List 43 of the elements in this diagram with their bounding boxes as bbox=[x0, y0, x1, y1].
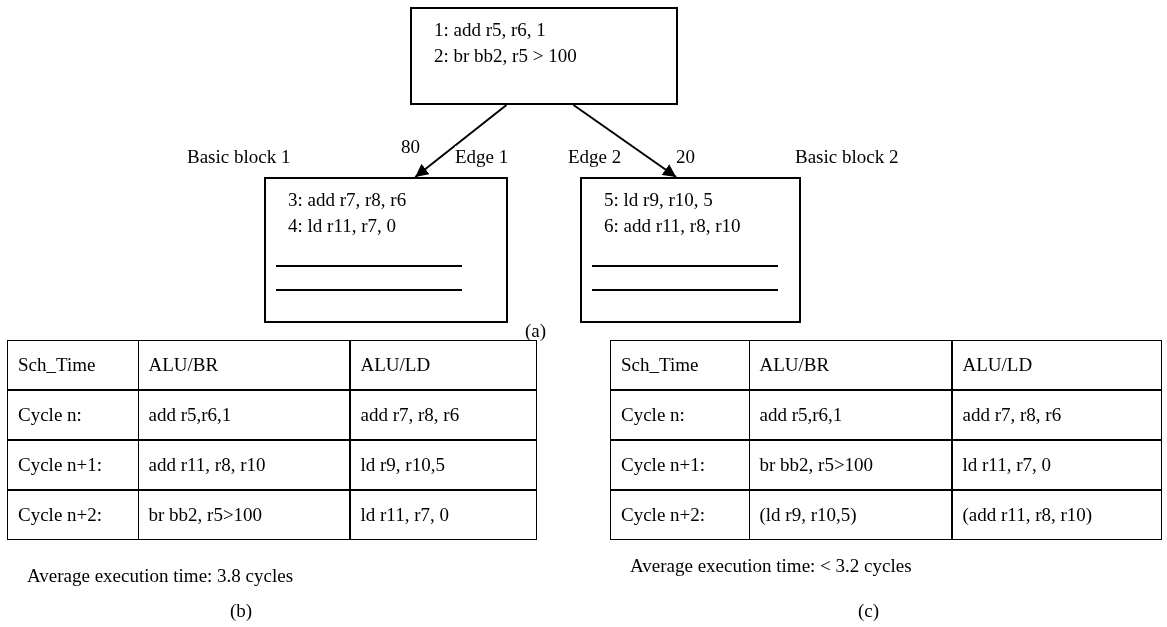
table-cell: br bb2, r5>100 bbox=[137, 490, 350, 540]
table-cell: add r5,r6,1 bbox=[137, 390, 350, 440]
table-cell: add r5,r6,1 bbox=[748, 390, 952, 440]
table-cell: Sch_Time bbox=[7, 340, 139, 390]
note-text: Average execution time: < 3.2 cycles bbox=[630, 555, 912, 577]
code-line: 1: add r5, r6, 1 bbox=[434, 18, 546, 42]
table-cell: Cycle n: bbox=[7, 390, 139, 440]
table-cell: Sch_Time bbox=[610, 340, 750, 390]
edge-label: Edge 1 bbox=[455, 146, 509, 168]
table-cell: ld r11, r7, 0 bbox=[951, 440, 1162, 490]
code-block-box bbox=[410, 7, 678, 105]
panel-label: (a) bbox=[525, 320, 547, 342]
panel-label: (c) bbox=[858, 600, 880, 622]
code-line: 4: ld r11, r7, 0 bbox=[288, 214, 396, 238]
table-cell: add r7, r8, r6 bbox=[951, 390, 1162, 440]
block-caption: Basic block 1 bbox=[187, 146, 291, 168]
note-text: Average execution time: 3.8 cycles bbox=[27, 565, 294, 587]
code-line: 3: add r7, r8, r6 bbox=[288, 188, 407, 212]
table-cell: Cycle n: bbox=[610, 390, 750, 440]
code-line: 6: add r11, r8, r10 bbox=[604, 214, 741, 238]
code-line: 2: br bb2, r5 > 100 bbox=[434, 44, 577, 68]
table-cell: (ld r9, r10,5) bbox=[748, 490, 952, 540]
table-cell: ALU/LD bbox=[349, 340, 537, 390]
table-cell: br bb2, r5>100 bbox=[748, 440, 952, 490]
code-block-box bbox=[580, 177, 801, 323]
table-cell: add r11, r8, r10 bbox=[137, 440, 350, 490]
table-cell: Cycle n+2: bbox=[7, 490, 139, 540]
table-cell: (add r11, r8, r10) bbox=[951, 490, 1162, 540]
table-cell: add r7, r8, r6 bbox=[349, 390, 537, 440]
table-cell: ALU/LD bbox=[951, 340, 1162, 390]
table-cell: Cycle n+1: bbox=[7, 440, 139, 490]
table-cell: ALU/BR bbox=[748, 340, 952, 390]
code-line: 5: ld r9, r10, 5 bbox=[604, 188, 713, 212]
table-cell: ld r9, r10,5 bbox=[349, 440, 537, 490]
table-cell: ld r11, r7, 0 bbox=[349, 490, 537, 540]
table-cell: Cycle n+1: bbox=[610, 440, 750, 490]
table-cell: Cycle n+2: bbox=[610, 490, 750, 540]
block-caption: Basic block 2 bbox=[795, 146, 899, 168]
arrow bbox=[414, 104, 508, 178]
arrow bbox=[572, 104, 678, 178]
table-cell: ALU/BR bbox=[137, 340, 350, 390]
code-block-box bbox=[264, 177, 508, 323]
panel-label: (b) bbox=[230, 600, 253, 622]
